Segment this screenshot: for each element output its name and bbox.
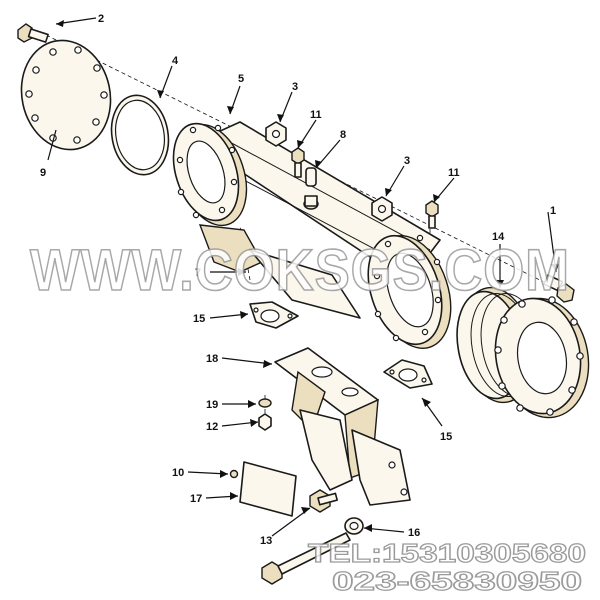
watermark-website: WWW.COKSGS.COM	[30, 238, 570, 303]
callout-labels: 1 2 3 3 4 5 7 8 9 10 11 11 12 13 14 15 1…	[40, 13, 556, 547]
watermark-phone: 023-65830950	[332, 566, 582, 596]
callout-15-left: 15	[193, 313, 205, 325]
nut-part-3-upper	[265, 121, 287, 147]
callout-17: 17	[190, 493, 202, 505]
bracket-part-18	[274, 347, 411, 506]
callout-15-right: 15	[440, 431, 452, 443]
callout-5: 5	[238, 73, 244, 85]
gasket-part-15-right	[383, 359, 433, 389]
bolt-part-12	[258, 413, 272, 431]
callout-13: 13	[260, 535, 272, 547]
bolt-part-2	[17, 23, 49, 43]
callout-1: 1	[550, 205, 556, 217]
bellows-part-14	[456, 286, 590, 419]
leader-arrowheads	[56, 20, 559, 532]
washer-part-19	[258, 398, 272, 408]
callout-18: 18	[206, 353, 218, 365]
screw-part-10	[229, 469, 239, 479]
cover-plate-part-9	[20, 39, 112, 151]
gasket-part-15-left	[249, 301, 299, 329]
callout-3-lower: 3	[404, 155, 410, 167]
callout-12: 12	[206, 421, 218, 433]
callout-10: 10	[172, 467, 184, 479]
callout-11-upper: 11	[310, 109, 322, 121]
callout-19: 19	[206, 399, 218, 411]
spacer-part-16	[344, 517, 364, 535]
callout-7: 7	[195, 267, 201, 279]
bolt-part-1	[542, 274, 575, 303]
bolt-part-11-lower	[425, 200, 439, 229]
callout-4: 4	[172, 55, 179, 67]
watermark: WWW.COKSGS.COM TEL:15310305680 023-65830…	[29, 237, 586, 596]
callout-2: 2	[98, 13, 104, 25]
watermark-tel: TEL:15310305680	[308, 538, 586, 568]
nut-part-3-lower	[371, 196, 393, 222]
callout-16: 16	[408, 527, 420, 539]
long-bolt	[261, 532, 351, 585]
callout-8: 8	[340, 129, 346, 141]
plate-part-17	[239, 461, 297, 517]
stud-part-13	[309, 489, 338, 513]
callout-3-upper: 3	[292, 81, 298, 93]
callout-9: 9	[40, 167, 46, 179]
callout-11-lower: 11	[448, 167, 460, 179]
tube-body-part-5	[172, 121, 452, 349]
seal-ring-part-4	[110, 94, 170, 176]
fitting-part-8	[303, 167, 319, 210]
callout-14: 14	[492, 231, 505, 243]
